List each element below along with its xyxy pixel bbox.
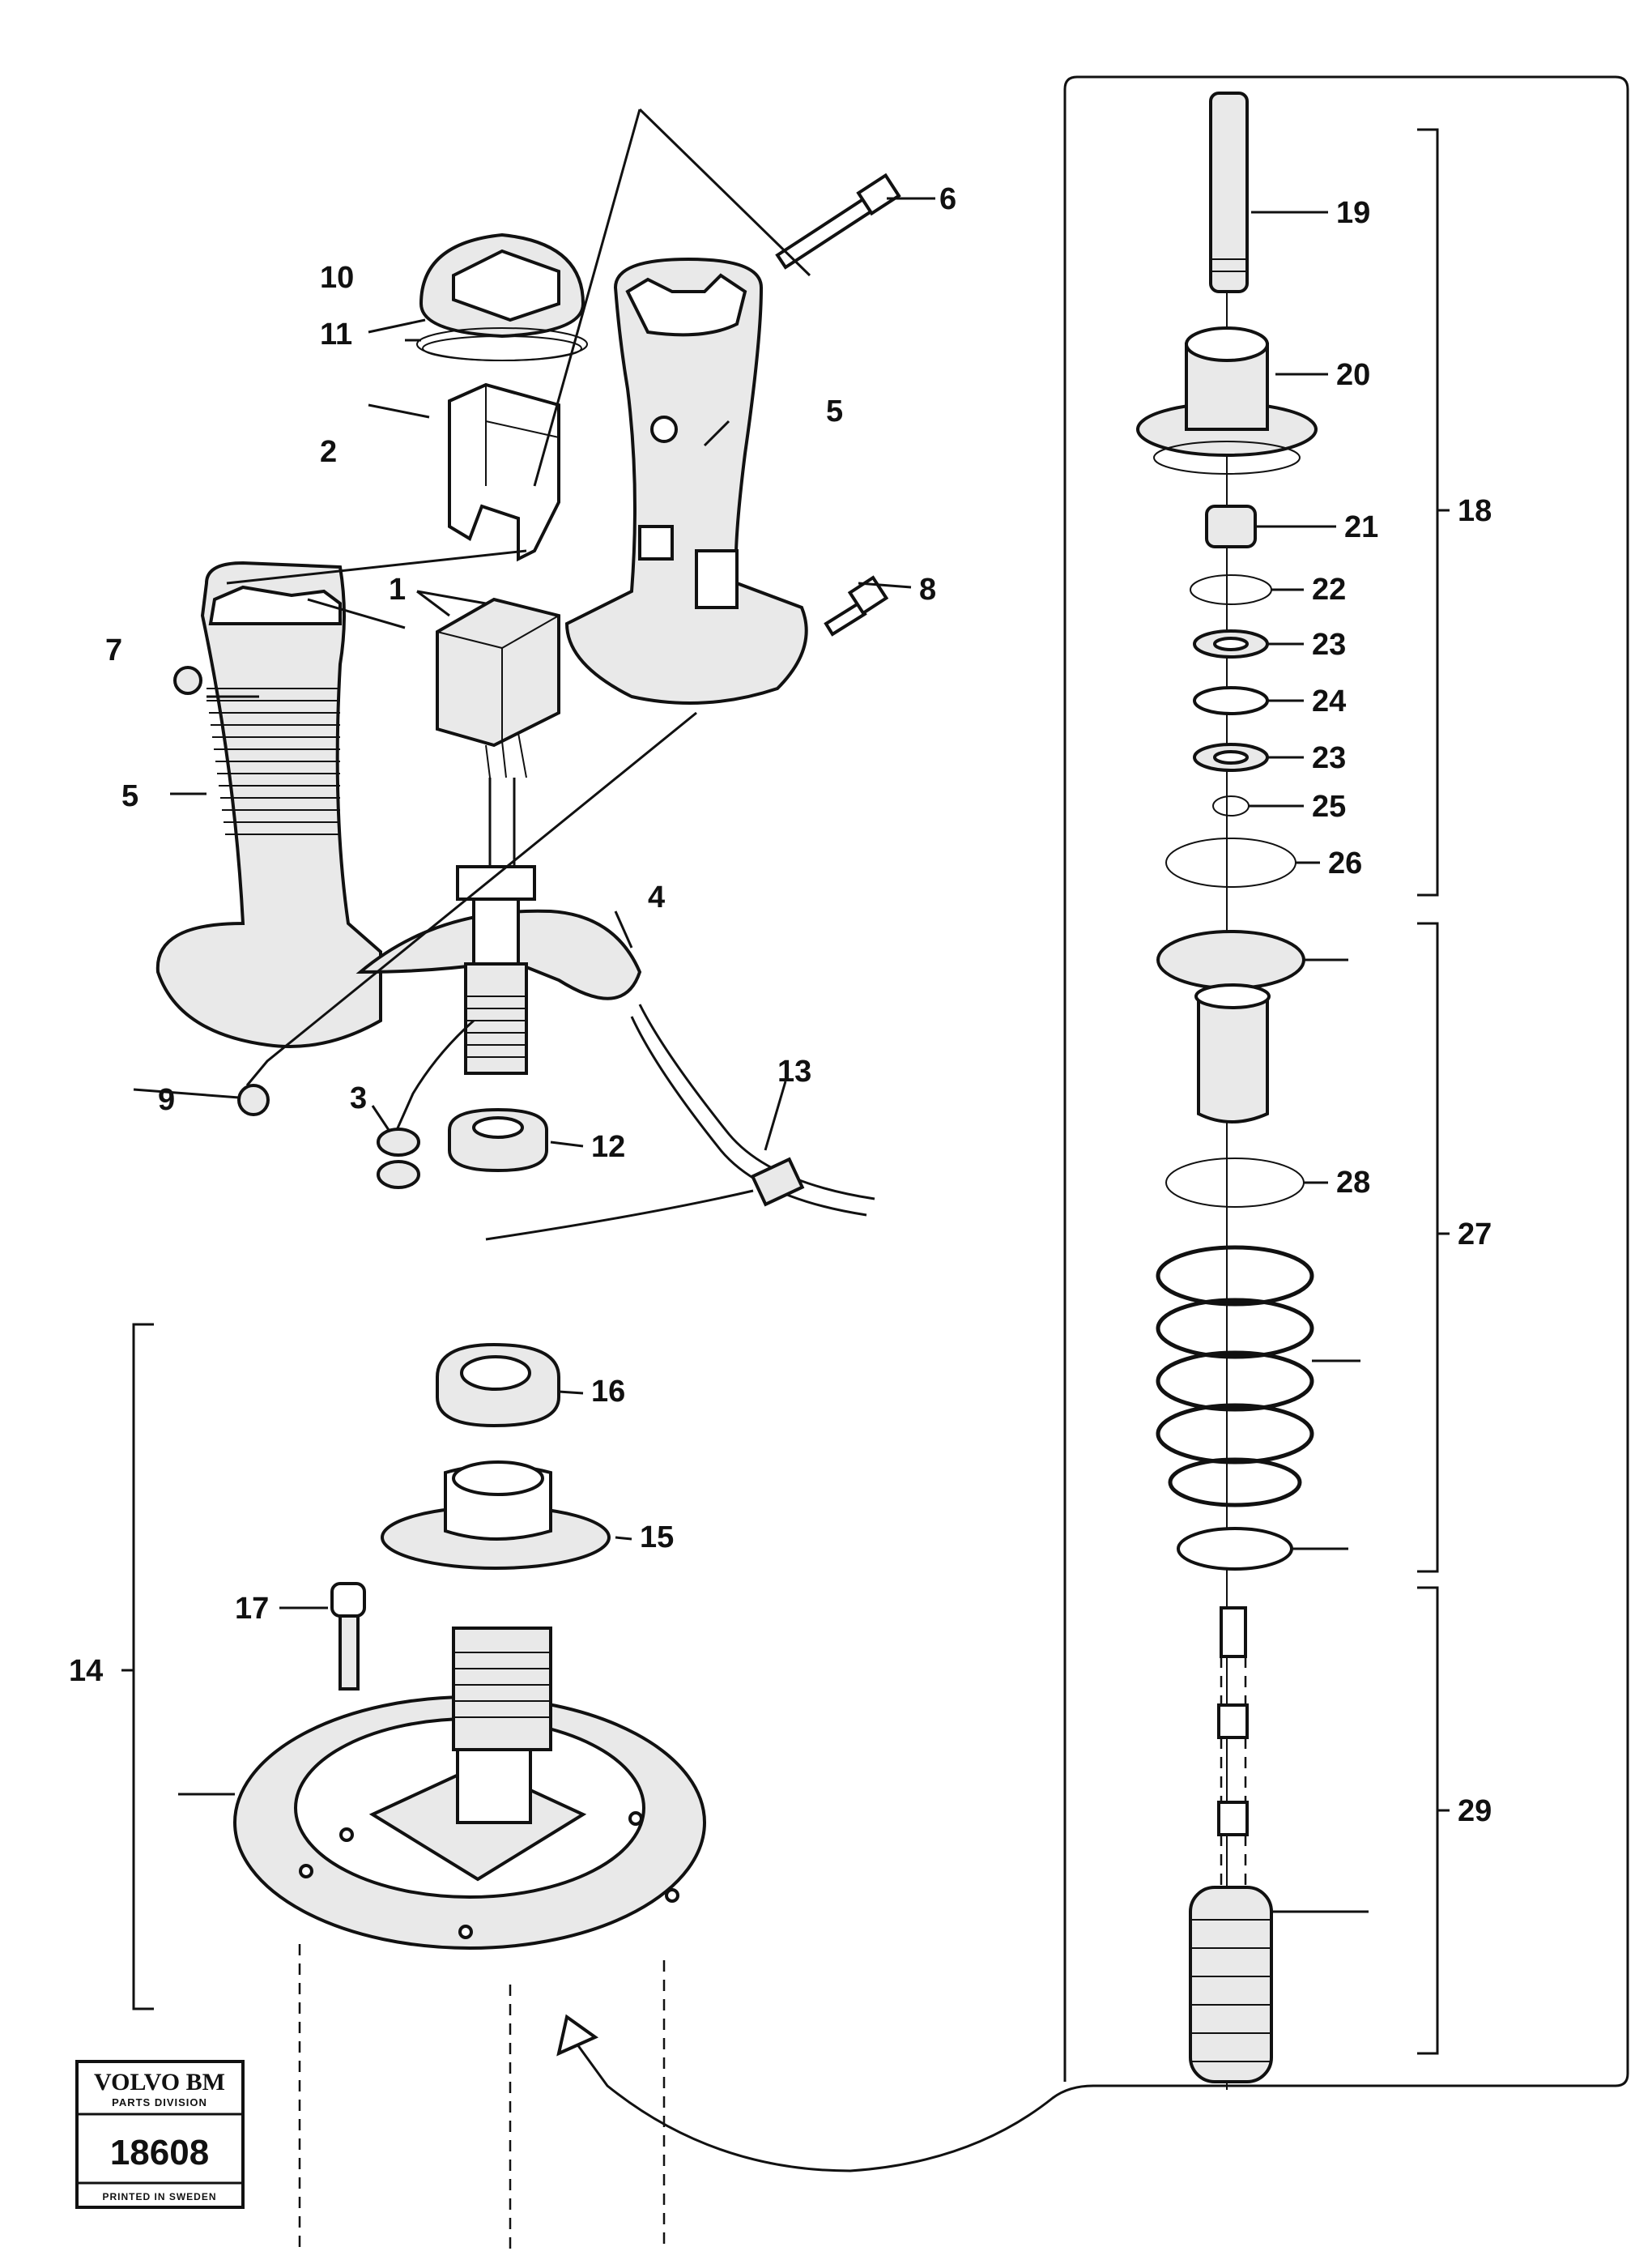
spring-cup <box>1156 930 1305 1123</box>
callout-29: 29 <box>1458 1794 1492 1828</box>
return-spring <box>1156 1245 1314 1507</box>
callout-5b: 5 <box>826 394 843 428</box>
bracket-18 <box>1417 128 1450 897</box>
flange-15 <box>381 1460 611 1570</box>
callout-5a: 5 <box>121 779 138 813</box>
callout-3: 3 <box>350 1081 367 1115</box>
callout-2: 2 <box>320 435 337 469</box>
ring-25 <box>1212 795 1250 816</box>
callout-17: 17 <box>235 1592 269 1626</box>
stamp-number: 18608 <box>110 2133 209 2172</box>
callout-26: 26 <box>1328 846 1362 880</box>
grip-half-right <box>564 257 808 705</box>
screw-8 <box>824 575 889 637</box>
plunger-29 <box>1217 1606 1249 1887</box>
wire-3 <box>395 1019 475 1131</box>
nut-9 <box>237 1084 270 1116</box>
callout-28: 28 <box>1336 1166 1370 1200</box>
callout-21: 21 <box>1344 510 1378 544</box>
nut-16 <box>436 1342 560 1428</box>
callout-16: 16 <box>591 1375 625 1409</box>
callout-8: 8 <box>919 573 936 607</box>
stamp-footer: PRINTED IN SWEDEN <box>102 2191 216 2202</box>
stamp-division: PARTS DIVISION <box>112 2096 207 2108</box>
snap-ring-22 <box>1190 574 1272 605</box>
callout-7: 7 <box>105 633 122 667</box>
callout-15: 15 <box>640 1520 674 1554</box>
callout-25: 25 <box>1312 790 1346 824</box>
callout-27: 27 <box>1458 1217 1492 1251</box>
grip-half-left <box>155 561 382 1048</box>
threaded-stem <box>464 962 528 1075</box>
callout-9: 9 <box>158 1083 175 1117</box>
screw-6 <box>775 173 901 270</box>
leader-lines <box>133 108 1369 1913</box>
callout-6: 6 <box>939 182 956 216</box>
callout-18: 18 <box>1458 494 1492 528</box>
callout-23a: 23 <box>1312 628 1346 662</box>
bracket-27 <box>1417 922 1450 1573</box>
base-plate-14 <box>233 1627 706 1950</box>
callout-14: 14 <box>69 1654 103 1688</box>
callout-23b: 23 <box>1312 741 1346 775</box>
detail-panel-border <box>573 75 1629 2172</box>
nut-12 <box>448 1107 548 1173</box>
callout-12: 12 <box>591 1130 625 1164</box>
disc-24 <box>1193 686 1269 715</box>
callout-10: 10 <box>320 261 354 295</box>
bracket-part <box>448 382 560 562</box>
callout-24: 24 <box>1312 684 1346 718</box>
callout-11: 11 <box>320 318 352 352</box>
callout-1: 1 <box>389 573 406 607</box>
callout-22: 22 <box>1312 573 1346 607</box>
bracket-14 <box>121 1323 154 2010</box>
spring-washer <box>1177 1527 1293 1571</box>
stamp-brand: VOLVO BM <box>94 2069 225 2096</box>
housing-20 <box>1136 326 1318 475</box>
bracket-29 <box>1417 1586 1450 2055</box>
ring-26 <box>1165 838 1296 888</box>
callout-4: 4 <box>648 880 665 915</box>
cable-13 <box>638 1004 875 1200</box>
plunger-spring <box>1189 1886 1273 2083</box>
mounting-plate <box>356 865 642 1000</box>
o-ring-28 <box>1165 1158 1305 1208</box>
callout-19: 19 <box>1336 196 1370 230</box>
nut-7 <box>173 666 202 695</box>
volvo-bm-stamp: VOLVO BM PARTS DIVISION 18608 PRINTED IN… <box>75 2060 245 2209</box>
bush-21 <box>1205 505 1257 548</box>
switch-part <box>436 597 560 778</box>
pin-19 <box>1209 92 1249 293</box>
callout-13: 13 <box>777 1055 811 1089</box>
callout-20: 20 <box>1336 358 1370 392</box>
screw-17 <box>330 1582 366 1691</box>
cap-part <box>419 232 585 339</box>
